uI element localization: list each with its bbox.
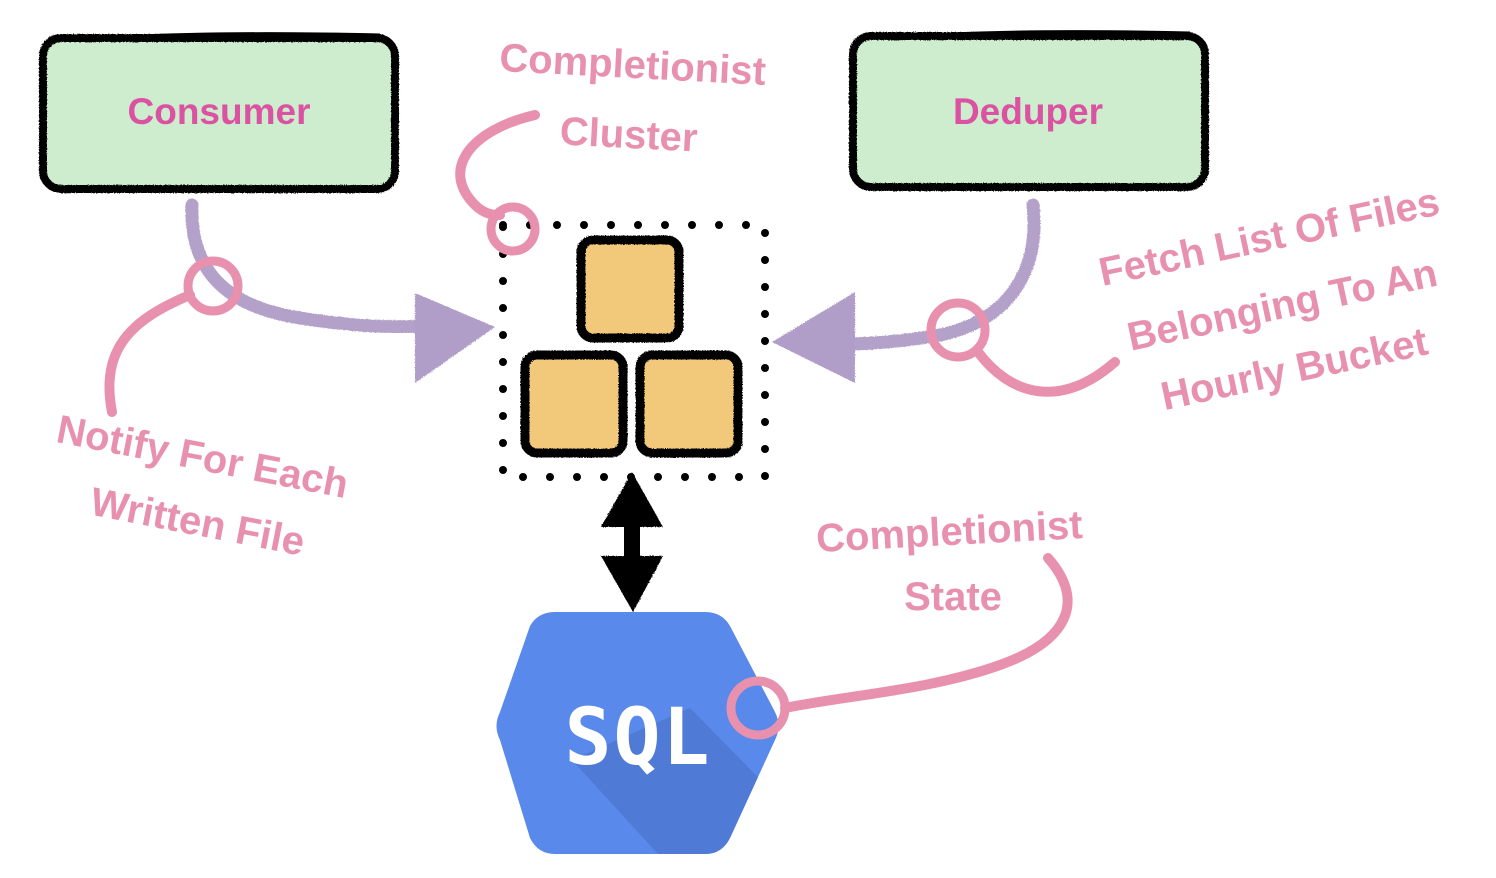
annotation-pin-icon	[183, 256, 243, 316]
annotation-pin-icon	[926, 298, 990, 362]
annotation-cluster-line-1: Completionist	[498, 36, 767, 94]
flow-arrow-shaft	[833, 198, 1041, 351]
deduper-to-cluster-arrow	[772, 198, 1041, 383]
annotation-database-line-2: State	[904, 575, 1002, 619]
consumer-box-top-stroke	[84, 32, 381, 43]
annotation-leader-line	[104, 290, 195, 417]
consumer-node[interactable]: Consumer	[39, 32, 399, 193]
annotation-leader-line	[973, 347, 1120, 397]
cluster-node-box	[635, 350, 743, 458]
consumer-to-cluster-arrow	[185, 198, 495, 383]
bidir-arrowhead-up	[601, 472, 663, 527]
annotation-cluster-line-2: Cluster	[559, 109, 699, 160]
sql-database[interactable]: SQL	[496, 612, 801, 878]
flow-arrowhead-right	[415, 293, 495, 383]
annotation-database-line-1: Completionist	[815, 503, 1084, 561]
bidirectional-arrow	[601, 472, 663, 612]
flow-arrowhead-left	[772, 292, 855, 383]
deduper-label: Deduper	[953, 91, 1103, 132]
flow-arrow-shaft	[185, 198, 432, 334]
annotation-pin-icon	[726, 676, 790, 740]
annotation-leader-line	[780, 553, 1073, 713]
annotation-pin-icon	[486, 202, 540, 256]
sql-label: SQL	[565, 693, 712, 783]
bidir-arrow-shaft	[624, 520, 640, 560]
deduper-box-top-stroke	[894, 30, 1191, 41]
annotation-leader-line	[455, 110, 540, 220]
cluster-node-box	[576, 235, 684, 343]
consumer-label: Consumer	[128, 91, 311, 132]
consumer-box	[39, 34, 399, 193]
cluster-node-box	[520, 350, 628, 458]
annotation-consumer-edge: Notify For Each Written File	[53, 256, 352, 565]
completionist-cluster[interactable]	[499, 221, 769, 481]
annotation-cluster: Completionist Cluster	[455, 36, 767, 256]
deduper-box	[849, 32, 1209, 191]
annotation-database: Completionist State	[726, 503, 1084, 740]
bidir-arrowhead-down	[601, 556, 663, 612]
deduper-node[interactable]: Deduper	[849, 30, 1209, 191]
